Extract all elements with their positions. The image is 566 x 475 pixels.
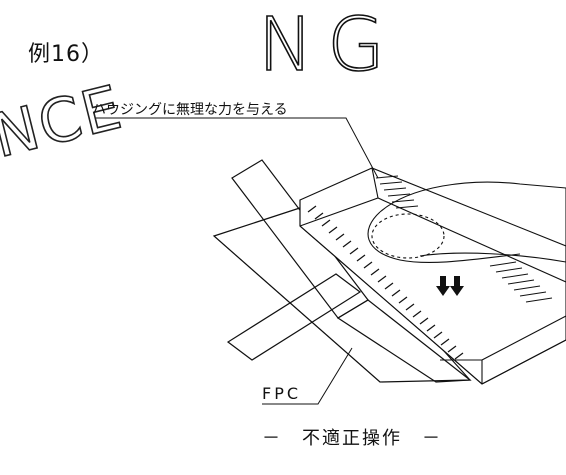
fpc-label: FPC [262,384,302,403]
press-arrows [436,276,464,296]
figure-caption: － 不適正操作 － [262,428,442,449]
example-label: 例16） [28,42,104,67]
callout-label: ハウジングに無理な力を与える [92,102,288,118]
ng-title: NG [257,1,399,89]
contact-pins-back [375,175,553,303]
finger-outline [367,181,566,263]
contact-pins-front [307,205,464,360]
leader-lines [92,117,379,405]
